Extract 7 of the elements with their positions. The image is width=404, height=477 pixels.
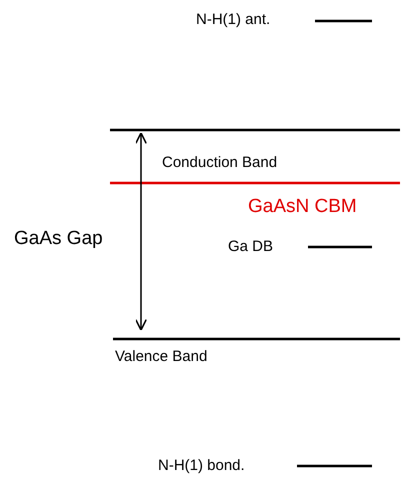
- level-label: GaAsN CBM: [248, 197, 357, 216]
- level-label: N-H(1) bond.: [158, 458, 245, 473]
- level-label: Ga DB: [228, 239, 274, 254]
- level-label: N-H(1) ant.: [196, 12, 270, 27]
- band-label: Valence Band: [115, 349, 208, 364]
- band-label: Conduction Band: [162, 155, 278, 170]
- gap-label: GaAs Gap: [14, 229, 103, 248]
